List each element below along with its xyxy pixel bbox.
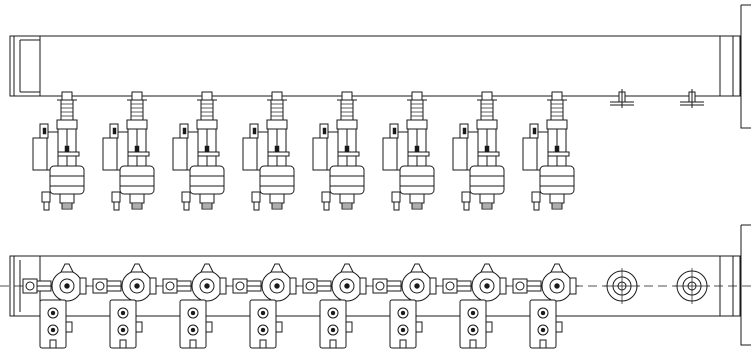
front-empty-outlets (610, 89, 704, 108)
valve-assembly-front (452, 91, 505, 211)
valve-assembly-front (172, 91, 225, 211)
valve-assembly-front (32, 91, 85, 211)
valve-assembly-top (442, 263, 509, 349)
valve-assembly-top (22, 263, 89, 349)
valve-assembly-front (522, 91, 575, 211)
valve-assembly-top (162, 263, 229, 349)
valve-assembly-top (512, 263, 579, 349)
empty-outlet-front (610, 89, 634, 108)
front-view (9, 4, 751, 211)
valve-assembly-top (372, 263, 439, 349)
open-port-top (604, 268, 640, 304)
valve-assembly-top (232, 263, 299, 349)
valve-assembly-front (242, 91, 295, 211)
end-bracket-top (740, 224, 751, 346)
end-bracket-front (740, 4, 751, 129)
empty-outlet-front (680, 89, 704, 108)
top-open-ports (604, 268, 710, 304)
top-valve-row (22, 263, 579, 349)
front-valve-row (32, 91, 575, 211)
top-view (0, 224, 751, 349)
manifold-pipe-front (9, 35, 741, 97)
valve-assembly-front (382, 91, 435, 211)
valve-assembly-top (92, 263, 159, 349)
valve-assembly-front (102, 91, 155, 211)
valve-assembly-top (302, 263, 369, 349)
open-port-top (674, 268, 710, 304)
valve-assembly-front (312, 91, 365, 211)
